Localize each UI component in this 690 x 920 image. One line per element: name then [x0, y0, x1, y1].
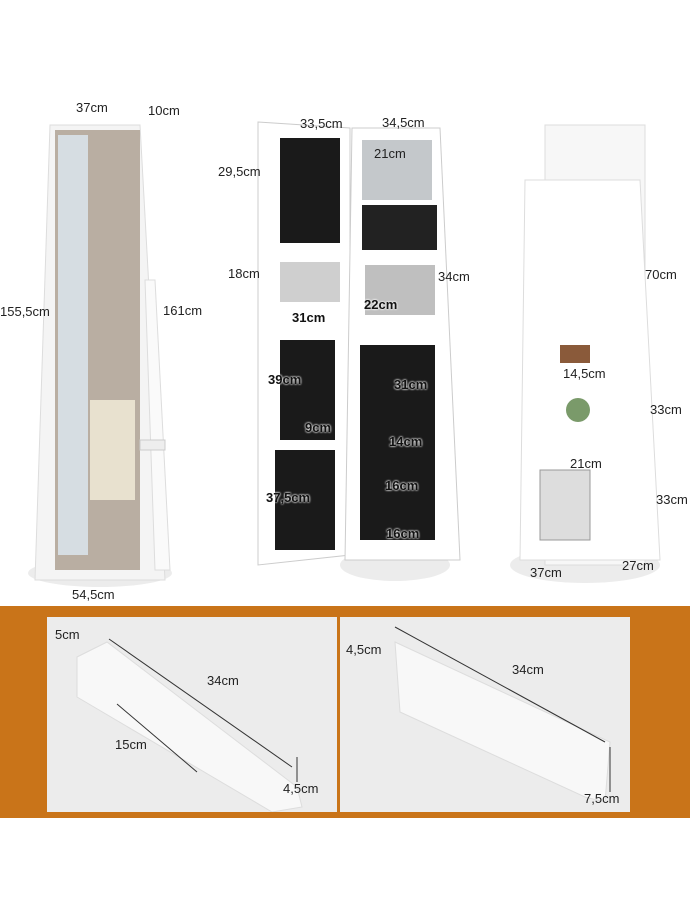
- dim-acc-left-compartment: 15cm: [115, 737, 147, 752]
- dim-width: 37cm: [76, 100, 108, 115]
- accessory-organizer-right: 4,5cm 34cm 7,5cm: [340, 617, 630, 812]
- dim-acc-left-depth: 5cm: [55, 627, 80, 642]
- dim-acc-right-height: 7,5cm: [584, 791, 620, 806]
- dim-base-depth: 27cm: [622, 558, 654, 573]
- dim-mirror-small: 21cm: [374, 146, 406, 161]
- dim-total-height: 161cm: [163, 303, 203, 318]
- dim-shelf-14: 14cm: [389, 434, 423, 449]
- dim-acc-left-length: 34cm: [207, 673, 239, 688]
- dim-cabinet-width: 34,5cm: [382, 115, 425, 130]
- dim-shelf-16a: 16cm: [385, 478, 419, 493]
- dim-base-width: 37cm: [530, 565, 562, 580]
- dim-gap-9: 9cm: [305, 420, 332, 435]
- dim-panel-39: 39cm: [268, 372, 302, 387]
- cabinet-back-shelves: [510, 124, 661, 583]
- mirror-cabinet-front: [28, 124, 172, 587]
- dim-acc-right-length: 34cm: [512, 662, 544, 677]
- dim-base: 54,5cm: [72, 587, 115, 602]
- dim-panel-37-5: 37,5cm: [266, 490, 311, 505]
- dim-upper-height: 29,5cm: [218, 164, 261, 179]
- dim-panel-31: 31cm: [394, 377, 428, 392]
- dim-upper: 70cm: [645, 267, 677, 282]
- dim-acc-right-depth: 4,5cm: [346, 642, 382, 657]
- dim-shelf-depth: 14,5cm: [563, 366, 606, 381]
- dim-section-18: 18cm: [228, 266, 260, 281]
- dim-shelf-16b: 16cm: [386, 526, 420, 541]
- dim-mirror-22: 22cm: [364, 297, 398, 312]
- dim-mirror-height: 155,5cm: [0, 304, 50, 319]
- dim-lower: 33cm: [656, 492, 688, 507]
- dim-acc-left-height: 4,5cm: [283, 781, 319, 796]
- dim-width-31: 31cm: [292, 310, 326, 325]
- accessory-organizer-left: 5cm 34cm 15cm 4,5cm: [47, 617, 337, 812]
- jewelry-cabinet-open: [257, 121, 461, 581]
- dim-shelf-width: 21cm: [570, 456, 602, 471]
- dim-mid: 33cm: [650, 402, 682, 417]
- dim-cabinet-height: 34cm: [438, 269, 470, 284]
- dim-door-width: 33,5cm: [300, 116, 343, 131]
- dim-depth: 10cm: [148, 103, 180, 118]
